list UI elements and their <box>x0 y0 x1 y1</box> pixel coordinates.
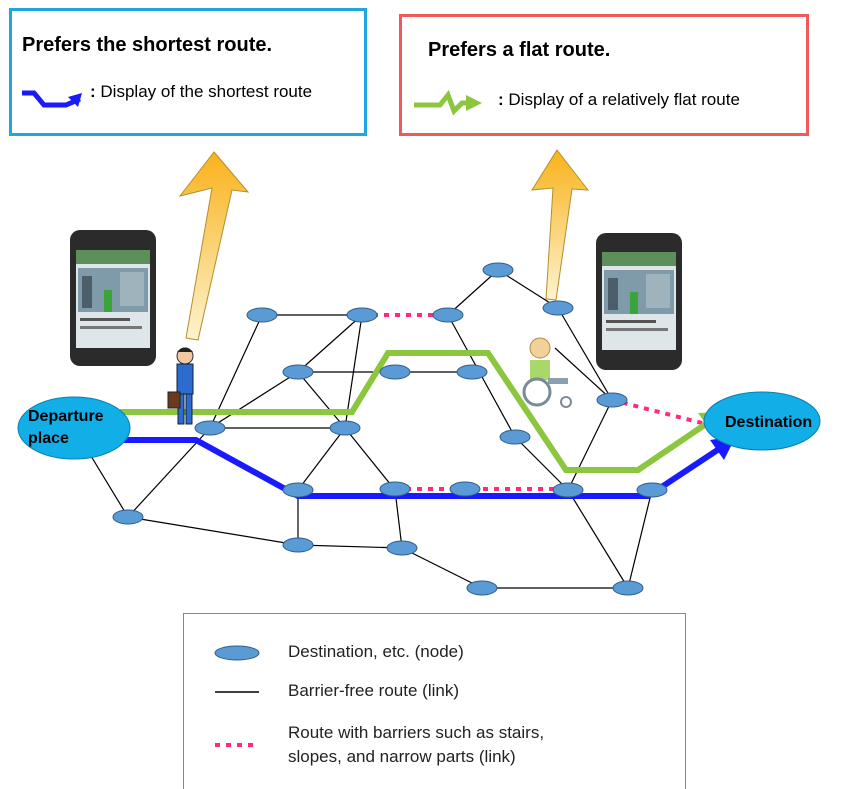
legend: Destination, etc. (node) Barrier-free ro… <box>183 613 686 789</box>
legend-node-icon <box>214 645 260 661</box>
flat-route-box: Prefers a flat route. : Display of a rel… <box>399 14 809 136</box>
flat-route-description-text: Display of a relatively flat route <box>508 90 740 109</box>
businessman-icon <box>167 347 194 425</box>
callout-arrow-shortest <box>178 151 250 341</box>
departure-label-line2: place <box>28 430 69 447</box>
shortest-route-title: Prefers the shortest route. <box>22 34 273 56</box>
departure-label-line1: Departure <box>28 408 104 425</box>
flat-route-legend-icon <box>414 90 482 116</box>
legend-barrier-text-line2: slopes, and narrow parts (link) <box>288 747 516 766</box>
departure-node <box>17 396 131 460</box>
flat-route-path <box>120 350 708 473</box>
flat-route-description: : Display of a relatively flat route <box>498 89 798 111</box>
shortest-route-description: : Display of the shortest route <box>90 81 360 103</box>
flat-colon: : <box>498 90 504 109</box>
shortest-route-legend-icon <box>22 90 82 108</box>
legend-barrier-text-line1: Route with barriers such as stairs, <box>288 723 545 742</box>
shortest-route-description-text: Display of the shortest route <box>100 82 313 101</box>
legend-link-icon <box>215 691 259 693</box>
network-nodes <box>112 262 668 596</box>
destination-label: Destination <box>725 414 812 431</box>
shortest-colon: : <box>90 82 96 101</box>
smartphone-left <box>70 230 156 366</box>
callout-arrow-flat <box>531 149 590 301</box>
legend-barrier-icon <box>215 743 259 747</box>
legend-node-text: Destination, etc. (node) <box>288 642 464 661</box>
destination-node <box>703 391 821 451</box>
smartphone-right <box>596 233 682 370</box>
wheelchair-user-icon <box>522 337 572 408</box>
shortest-route-box: Prefers the shortest route. : Display of… <box>9 8 367 136</box>
flat-route-title: Prefers a flat route. <box>428 39 611 61</box>
legend-link-text: Barrier-free route (link) <box>288 681 459 700</box>
